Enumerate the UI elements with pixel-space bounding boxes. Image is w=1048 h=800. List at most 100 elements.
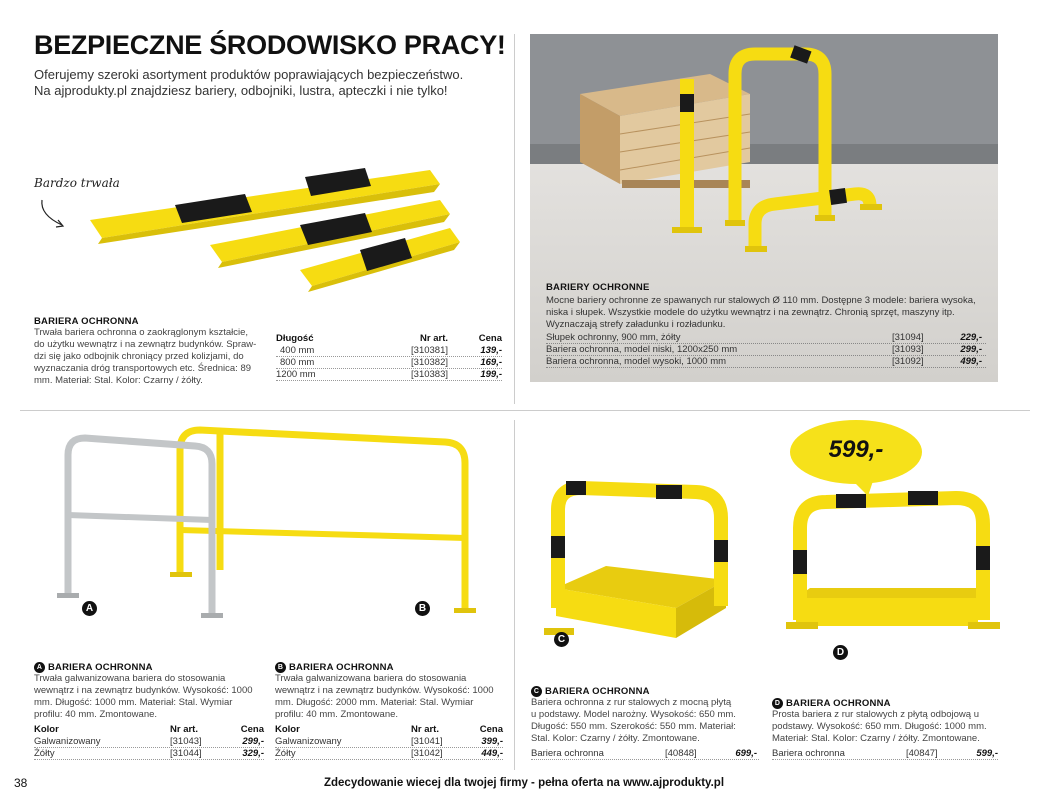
divider [514,420,515,770]
product-title: BARIERA OCHRONNA [34,316,139,327]
table-row: Galwanizowany [31043] 299,- [34,736,264,749]
cell-art: [310381] [411,345,448,356]
table-row: Galwanizowany [31041] 399,- [275,736,503,749]
desc-line: wewnątrz i na zewnątrz budynków. Wysokoś… [275,685,494,697]
table-header: Kolor Nr art. Cena [34,724,264,736]
desc-line: podstawy. Wysokość: 650 mm. Długość: 100… [772,721,987,733]
cell-name: Bariera ochronna [531,748,604,760]
cell-price: 169,- [480,357,502,368]
table-row: 400 mm [310381] 139,- [276,345,502,357]
table-row: 800 mm [310382] 169,- [276,357,502,369]
header-price: Cena [478,333,502,344]
badge-b: B [415,601,430,616]
cell-price: 329,- [242,748,264,760]
cell-art: [40848] [665,748,697,760]
cell-price: 299,- [242,736,264,748]
badge-d: D [833,645,848,660]
cell-art: [31094] [892,332,924,343]
product-description: Prosta bariera z rur stalowych z płytą o… [772,709,998,745]
cell-art: [31093] [892,344,924,355]
badge-a: A [82,601,97,616]
table-header: Kolor Nr art. Cena [275,724,503,736]
desc-line: Stal. Kolor: Czarny / żółty. Zmontowane. [531,733,700,745]
straight-barrier-image [786,490,1000,629]
desc-line: Mocne bariery ochronne ze spawanych rur … [546,295,976,306]
badge-b-small: B [275,662,286,673]
desc-line: Trwała galwanizowana bariera do stosowan… [34,673,226,685]
warehouse-photo-panel: BARIERY OCHRONNE Mocne bariery ochronne … [530,34,998,382]
price-bubble-shape [790,420,922,496]
cell-price: 499,- [960,356,982,367]
badge-d-small: D [772,698,783,709]
cell-name: Bariera ochronna, model wysoki, 1000 mm [546,356,727,367]
header-art: Nr art. [411,724,439,736]
desc-line: profilu: 40 mm. Zmontowane. [275,709,399,721]
cell-length: 800 mm [280,357,315,368]
desc-line: Materiał: Stal. Kolor: Czarny / żółty. Z… [772,733,980,745]
header-art: Nr art. [420,333,448,344]
title-text: BARIERA OCHRONNA [48,662,153,674]
cell-price: 229,- [960,332,982,343]
warehouse-photo [530,34,998,382]
desc-line: do użytku wewnątrz i na zewnątrz budynkó… [34,339,257,350]
price-table: Kolor Nr art. Cena Galwanizowany [31041]… [275,724,503,761]
product-description: Mocne bariery ochronne ze spawanych rur … [546,295,986,331]
page-number: 38 [14,776,28,790]
intro-line: Oferujemy szeroki asortyment produktów p… [34,67,464,82]
intro-text: Oferujemy szeroki asortyment produktów p… [34,67,463,99]
cell-name: Bariera ochronna, model niski, 1200x250 … [546,344,738,355]
desc-line: profilu: 40 mm. Zmontowane. [34,709,158,721]
desc-line: mm. Długość: 2000 mm. Materiał: Stal. Wy… [275,697,474,709]
desc-line: Długość: 550 mm. Szerokość: 550 mm. Mate… [531,721,736,733]
table-row: Żółty [31044] 329,- [34,748,264,761]
desc-line: Wyznaczają strefy załadunku i rozładunku… [546,319,726,330]
page-title: BEZPIECZNE ŚRODOWISKO PRACY! [34,30,506,60]
desc-line: Trwała galwanizowana bariera do stosowan… [275,673,467,685]
cell-color: Żółty [275,748,296,760]
desc-line: mm. Materiał: Stal. Kolor: Czarny / żółt… [34,375,203,386]
cell-art: [31041] [411,736,443,748]
price-table: Kolor Nr art. Cena Galwanizowany [31043]… [34,724,264,761]
price-table: Długość Nr art. Cena 400 mm [310381] 139… [276,333,502,381]
price-table: Bariera ochronna [40847] 599,- [772,748,998,761]
table-header: Długość Nr art. Cena [276,333,502,345]
intro-line: Na ajprodukty.pl znajdziesz bariery, odb… [34,83,448,98]
cell-length: 400 mm [280,345,315,356]
cell-price: 449,- [481,748,503,760]
table-row: Bariera ochronna, model niski, 1200x250 … [546,344,986,356]
header-price: Cena [240,724,264,736]
cell-name: Bariera ochronna [772,748,845,760]
footer-text: Zdecydowanie wiecej dla twojej firmy - p… [323,777,725,789]
cell-price: 599,- [976,748,998,760]
header-art: Nr art. [170,724,198,736]
cell-art: [31043] [170,736,202,748]
cell-price: 199,- [480,369,502,380]
title-text: BARIERA OCHRONNA [289,662,394,674]
desc-line: dzi się jako odbojnik chroniący przed ko… [34,351,244,362]
cell-color: Galwanizowany [275,736,342,748]
product-description: Bariera ochronna z rur stalowych z mocną… [531,697,759,745]
product-description: Trwała galwanizowana bariera do stosowan… [275,673,503,721]
price-table: Słupek ochronny, 900 mm, żółty [31094] 2… [546,332,986,368]
cell-art: [310383] [411,369,448,380]
desc-line: niska i słupek. Wszystkie modele do użyt… [546,307,955,318]
header-color: Kolor [275,724,300,736]
badge-c: C [554,632,569,647]
handwritten-note: Bardzo trwała [34,176,120,190]
desc-line: u podstawy. Model narożny. Wysokość: 650… [531,709,736,721]
desc-line: Prosta bariera z rur stalowych z płytą o… [772,709,979,721]
cell-name: Słupek ochronny, 900 mm, żółty [546,332,681,343]
cell-price: 399,- [481,736,503,748]
product-description: Trwała galwanizowana bariera do stosowan… [34,673,264,721]
cell-price: 699,- [735,748,757,760]
cell-color: Galwanizowany [34,736,101,748]
handrail-barriers-image [57,426,476,618]
cell-art: [31044] [170,748,202,760]
